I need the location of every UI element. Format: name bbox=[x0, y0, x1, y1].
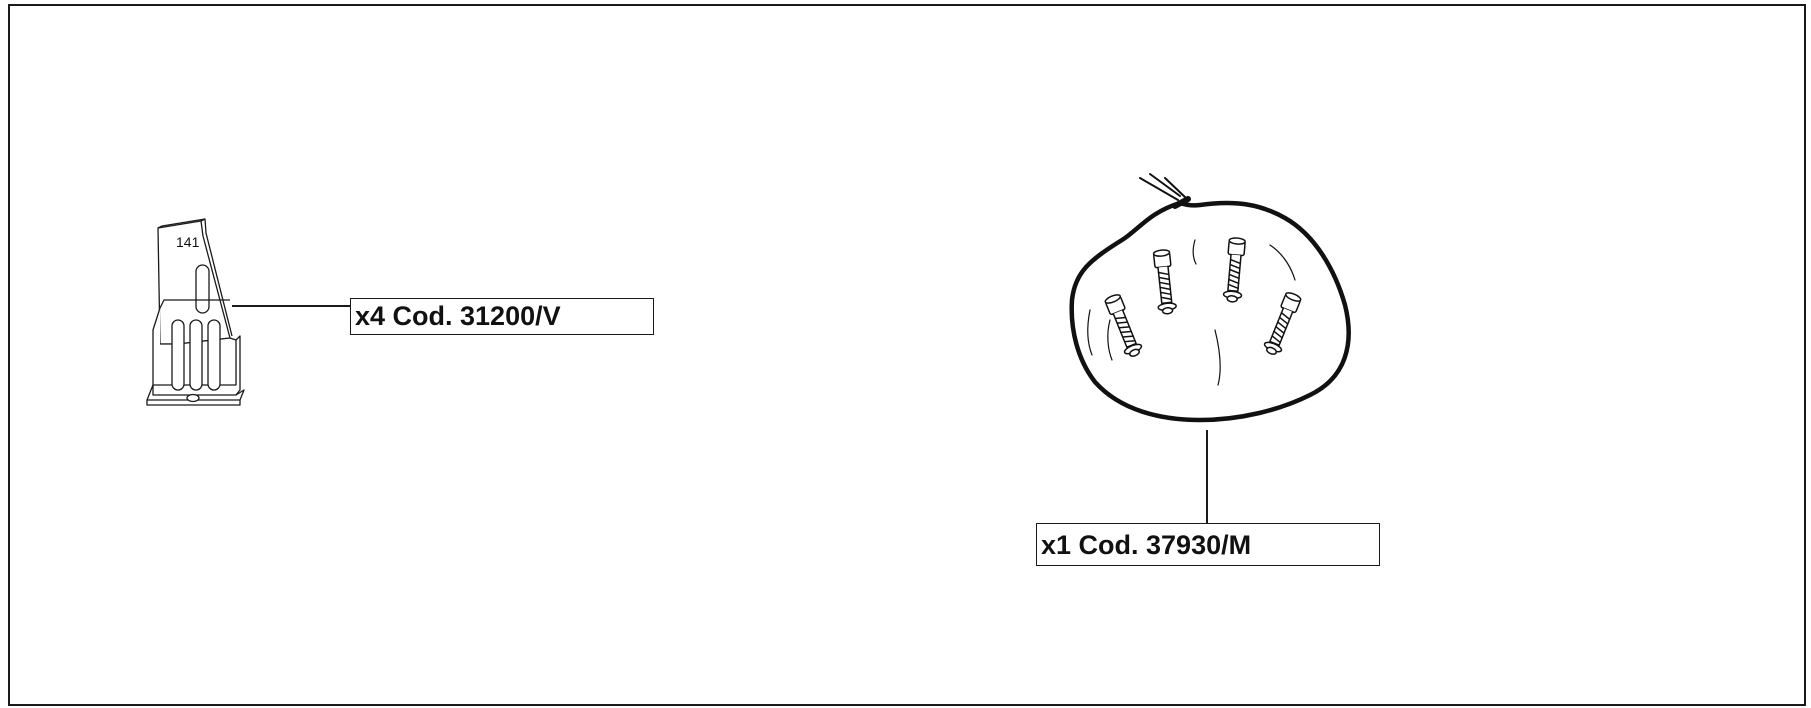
screw-bag-icon bbox=[1069, 173, 1351, 423]
mounting-bracket-icon bbox=[146, 218, 245, 406]
part-label-bracket: x4 Cod. 31200/V bbox=[350, 298, 654, 335]
bracket-engraving: 141 bbox=[176, 234, 200, 250]
part-label-screw-bag: x1 Cod. 37930/M bbox=[1036, 523, 1380, 566]
page-frame bbox=[8, 4, 1806, 706]
